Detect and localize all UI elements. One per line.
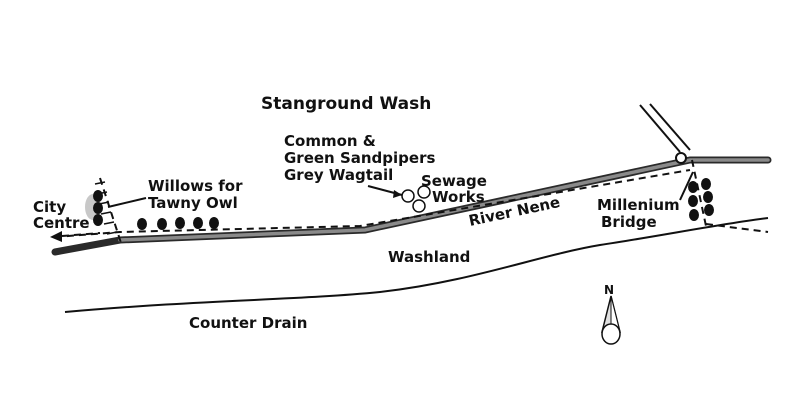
sandpipers-label: Grey Wagtail [284, 166, 393, 184]
sandpipers-label: Green Sandpipers [284, 149, 435, 167]
sandpiper-pointer-head [393, 190, 402, 198]
sandpipers-label: Common & [284, 132, 376, 150]
bridge-pointer [679, 171, 694, 201]
willows-label: Tawny Owl [148, 194, 238, 212]
city-centre-label: City [33, 198, 66, 216]
footpath-river [54, 169, 691, 238]
city-centre-arrowhead [50, 231, 62, 242]
north-label: N [604, 283, 614, 297]
counter-drain-line [64, 217, 769, 313]
footpath-east [705, 223, 769, 233]
sewage-works-marker [412, 199, 426, 213]
riverside-tree [157, 218, 167, 230]
bridge-tree [703, 191, 713, 203]
washland-label: Washland [388, 248, 470, 266]
bridge-tree [688, 181, 698, 193]
bridge-tree [689, 209, 699, 221]
millenium-bridge-label: Bridge [601, 213, 657, 231]
willows-pointer [107, 197, 147, 208]
map-title: Stanground Wash [261, 94, 431, 114]
sewage-works-marker [417, 185, 431, 199]
city-centre-label: Centre [33, 214, 90, 232]
riverside-tree [137, 218, 147, 230]
sewage-works-label: Sewage [421, 172, 487, 190]
bridge-roundel [675, 152, 687, 164]
counter-drain-label: Counter Drain [189, 314, 307, 332]
north-arrow-base [601, 323, 621, 345]
willow-tree [93, 214, 103, 226]
bridge-tree [688, 195, 698, 207]
willow-tree [93, 202, 103, 214]
sewage-works-label: Works [432, 188, 485, 206]
sewage-works-marker [401, 189, 415, 203]
riverside-tree [193, 217, 203, 229]
track-northeast-2 [649, 103, 691, 151]
willows-label: Willows for [148, 177, 243, 195]
millenium-bridge-label: Millenium [597, 196, 680, 214]
willow-tree [93, 190, 103, 202]
river-nene-line-inner [118, 158, 770, 242]
city-centre-arrow [61, 232, 101, 237]
bridge-tree [701, 178, 711, 190]
riverside-tree [209, 217, 219, 229]
bridge-tree [704, 204, 714, 216]
track-northeast [639, 104, 681, 153]
riverside-tree [175, 217, 185, 229]
